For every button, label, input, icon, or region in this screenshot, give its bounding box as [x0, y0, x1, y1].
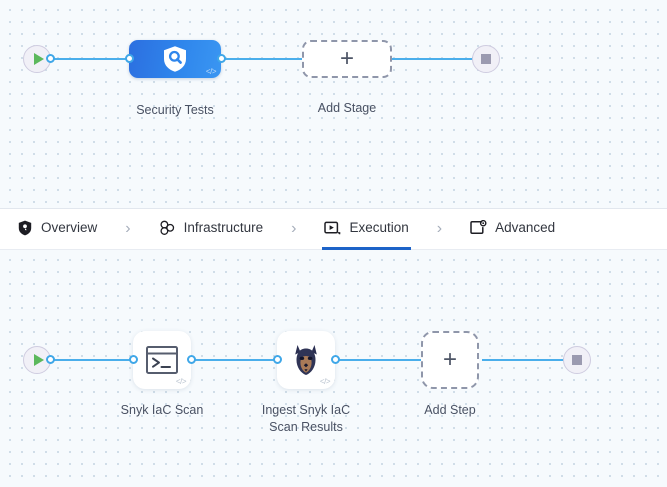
play-icon [33, 354, 44, 366]
stage-label-add-stage: Add Stage [317, 101, 377, 115]
tab-label-infrastructure: Infrastructure [183, 220, 264, 235]
port-start-out[interactable] [46, 54, 55, 63]
edge-snyk-iac-scan-to-ingest [192, 359, 280, 361]
terminal-icon [146, 346, 178, 374]
tab-separator: › [436, 220, 443, 237]
tab-overview[interactable]: Overview [14, 209, 99, 250]
port-ingest-out[interactable] [331, 355, 340, 364]
port-snyk-iac-scan-out[interactable] [187, 355, 196, 364]
stage-node-security-tests[interactable]: </> [129, 40, 221, 78]
stage-canvas[interactable]: </> Security Tests + Add Stage [0, 0, 667, 208]
edge-start-to-snyk-iac-scan [48, 359, 136, 361]
edge-ingest-to-add-step [336, 359, 422, 361]
tab-infrastructure[interactable]: Infrastructure [157, 209, 266, 250]
port-steps-start-out[interactable] [46, 355, 55, 364]
pipeline-tab-bar[interactable]: Overview › Infrastructure › Execution › [0, 208, 667, 250]
step-node-ingest-snyk-results[interactable]: </> [277, 331, 335, 389]
stop-icon [572, 355, 582, 365]
step-label-snyk-iac-scan: Snyk IaC Scan [120, 403, 204, 417]
shield-search-icon [164, 46, 186, 72]
edge-add-stage-to-stop [392, 58, 478, 60]
port-security-tests-out[interactable] [217, 54, 226, 63]
plus-icon: + [442, 346, 457, 373]
infrastructure-nodes-icon [159, 219, 176, 236]
snyk-dog-icon [295, 345, 317, 375]
code-badge: </> [205, 67, 217, 76]
stop-icon [481, 54, 491, 64]
shield-icon [16, 219, 33, 236]
step-label-ingest-snyk-results: Ingest Snyk IaC Scan Results [261, 403, 351, 434]
step-label-add-step: Add Step [424, 403, 476, 417]
step-node-snyk-iac-scan[interactable]: </> [133, 331, 191, 389]
tab-separator: › [291, 220, 297, 237]
add-step-button[interactable]: + [421, 331, 479, 389]
add-stage-button[interactable]: + [302, 40, 392, 78]
port-snyk-iac-scan-in[interactable] [129, 355, 138, 364]
tab-advanced[interactable]: Advanced [468, 209, 557, 250]
code-badge: </> [175, 377, 187, 386]
port-ingest-in[interactable] [273, 355, 282, 364]
plus-icon: + [339, 45, 354, 72]
tab-label-advanced: Advanced [495, 220, 556, 235]
port-security-tests-in[interactable] [125, 54, 134, 63]
code-badge: </> [319, 377, 331, 386]
tab-label-execution: Execution [349, 220, 409, 235]
tab-label-overview: Overview [41, 220, 98, 235]
steps-stop-node[interactable] [563, 346, 591, 374]
edge-security-tests-to-add-stage [222, 58, 304, 60]
edge-start-to-security-tests [48, 58, 130, 60]
execution-play-box-icon [324, 219, 341, 236]
step-canvas[interactable]: </> Snyk IaC Scan </> Ingest Snyk IaC Sc… [0, 250, 667, 487]
advanced-gear-card-icon [470, 219, 487, 236]
edge-add-step-to-stop [482, 359, 570, 361]
pipeline-stop-node[interactable] [472, 45, 500, 73]
tab-separator: › [125, 220, 131, 237]
tab-execution[interactable]: Execution [322, 209, 411, 250]
play-icon [33, 53, 44, 65]
stage-label-security-tests: Security Tests [136, 103, 214, 117]
